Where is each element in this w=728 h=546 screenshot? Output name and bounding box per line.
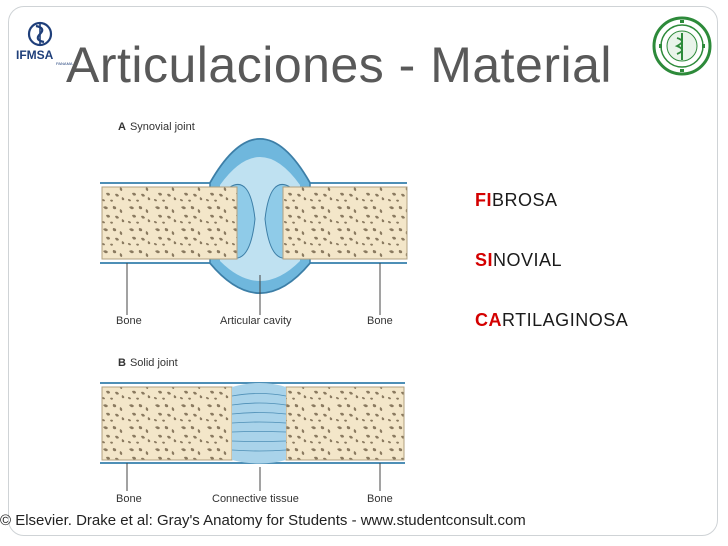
figure-b-letter: B — [118, 357, 126, 369]
slide-title: Articulaciones - Material — [66, 37, 613, 93]
ifmsa-subtext: PANAMA — [56, 61, 73, 66]
figure-b-label-center: Connective tissue — [212, 493, 299, 505]
joint-types-list: FIBROSA SINOVIAL CARTILAGINOSA — [475, 190, 628, 370]
type-sinovial-highlight: SI — [475, 250, 494, 270]
ifmsa-wordmark: IFMSA — [16, 48, 54, 62]
ifmsa-logo-icon — [27, 21, 53, 47]
type-fibrosa-highlight: FI — [475, 190, 492, 210]
university-seal-icon — [652, 16, 712, 76]
figure-b-label-left: Bone — [116, 493, 142, 505]
type-fibrosa-rest: BROSA — [492, 190, 558, 210]
type-sinovial-rest: NOVIAL — [493, 250, 563, 270]
slide-frame — [8, 6, 718, 536]
joint-diagram — [100, 137, 408, 491]
figure-b-title: Solid joint — [129, 357, 178, 369]
figure-a-label-right: Bone — [367, 315, 393, 327]
figure-a-title: Synovial joint — [129, 121, 195, 133]
figure-b-label-right: Bone — [367, 493, 393, 505]
image-credit: © Elsevier. Drake et al: Gray's Anatomy … — [0, 512, 526, 529]
type-cartilaginosa-rest: RTILAGINOSA — [502, 310, 629, 330]
figure-a-letter: A — [118, 121, 126, 133]
type-cartilaginosa: CARTILAGINOSA — [475, 310, 628, 370]
type-sinovial: SINOVIAL — [475, 250, 628, 310]
type-fibrosa: FIBROSA — [475, 190, 628, 250]
type-cartilaginosa-highlight: CA — [475, 310, 502, 330]
figure-a-label-left: Bone — [116, 315, 142, 327]
figure-a-label-center: Articular cavity — [220, 315, 292, 327]
